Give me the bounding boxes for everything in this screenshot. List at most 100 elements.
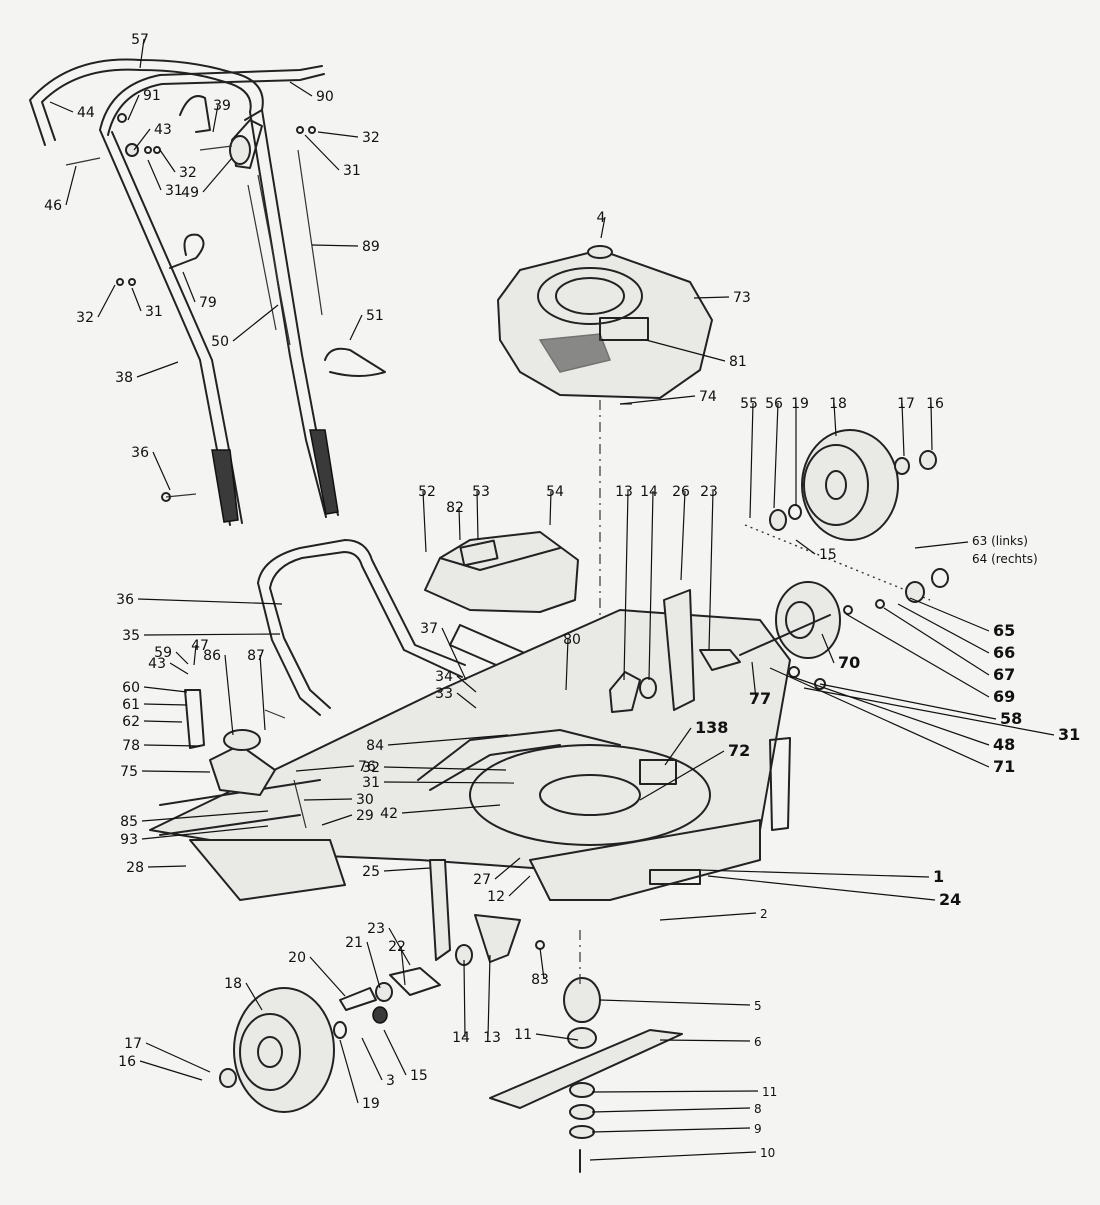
callout-leader: [65, 165, 77, 206]
callout-leader: [456, 675, 477, 693]
part-number-77: 77: [749, 689, 771, 708]
callout-leader: [508, 875, 531, 897]
part-number-43: 43: [148, 656, 166, 672]
callout-leader: [387, 734, 509, 746]
callout-leader: [821, 633, 835, 664]
callout-leader: [619, 395, 696, 405]
callout-leaders: [49, 38, 1055, 1161]
part-number-53: 53: [472, 484, 490, 500]
part-number-56: 56: [765, 396, 783, 412]
callout-leader: [400, 945, 406, 986]
callout-leader: [383, 781, 515, 784]
callout-leader: [600, 216, 606, 239]
part-number-6: 6: [754, 1035, 762, 1049]
callout-leader: [535, 1033, 579, 1041]
part-number-80: 80: [563, 632, 581, 648]
callout-leader: [751, 661, 757, 700]
callout-leader: [131, 287, 142, 312]
callout-leader: [699, 869, 930, 878]
part-number-67: 67: [993, 665, 1015, 684]
part-number-84: 84: [366, 738, 384, 754]
height-adjusters: [389, 589, 741, 996]
callout-leader: [212, 104, 219, 133]
callout-leader: [97, 284, 116, 318]
callout-leader: [141, 825, 269, 840]
part-number-50: 50: [211, 334, 229, 350]
callout-leader: [441, 627, 467, 681]
part-number-18: 18: [829, 396, 847, 412]
part-number-12: 12: [487, 889, 505, 905]
callout-leader: [845, 613, 990, 698]
callout-leader: [773, 402, 779, 509]
part-number-93: 93: [120, 832, 138, 848]
callout-leader: [245, 982, 263, 1011]
part-number-85: 85: [120, 814, 138, 830]
part-number-31: 31: [165, 183, 183, 199]
callout-leader: [401, 804, 501, 814]
callout-leader: [139, 1060, 203, 1081]
callout-leader: [317, 131, 359, 138]
callout-leader: [539, 947, 545, 980]
part-number-28: 28: [126, 860, 144, 876]
callout-leader: [909, 597, 990, 632]
callout-leader: [143, 720, 183, 723]
part-number-31: 31: [362, 775, 380, 791]
callout-leader: [591, 1090, 759, 1093]
part-number-79: 79: [199, 295, 217, 311]
part-number-70: 70: [838, 653, 860, 672]
part-number-52: 52: [418, 484, 436, 500]
part-number-43: 43: [154, 122, 172, 138]
callout-leader: [141, 810, 269, 822]
callout-leader: [193, 644, 197, 666]
part-number-36: 36: [116, 592, 134, 608]
callout-leader: [309, 956, 346, 997]
part-number-61: 61: [122, 697, 140, 713]
part-number-138: 138: [695, 718, 728, 737]
callout-leader: [202, 157, 233, 193]
part-number-78: 78: [122, 738, 140, 754]
callout-leader: [476, 490, 479, 541]
part-number-1: 1: [933, 867, 944, 886]
part-number-14: 14: [452, 1030, 470, 1046]
callout-leader: [152, 451, 171, 491]
callout-leader: [147, 865, 187, 868]
part-number-38: 38: [115, 370, 133, 386]
callout-leader: [599, 999, 751, 1006]
callout-leader: [549, 490, 552, 526]
part-number-72: 72: [728, 741, 750, 760]
callout-leader: [693, 296, 730, 299]
upper-handle: [29, 58, 386, 526]
part-number-90: 90: [316, 89, 334, 105]
callout-leader: [680, 490, 686, 581]
callout-leader: [143, 703, 188, 706]
part-number-3: 3: [386, 1073, 395, 1089]
callout-leader: [707, 875, 936, 901]
callout-leader: [494, 857, 521, 880]
part-number-86: 86: [203, 648, 221, 664]
callout-leader: [659, 1039, 751, 1042]
callout-leader: [175, 651, 189, 665]
part-number-32: 32: [362, 760, 380, 776]
lower-handle: [257, 539, 466, 716]
rear-wheels: [739, 429, 949, 831]
part-number-25: 25: [362, 864, 380, 880]
part-number-27: 27: [473, 872, 491, 888]
callout-leader: [311, 244, 359, 247]
front-wheel: [219, 982, 393, 1113]
callout-leader: [901, 402, 905, 457]
callout-leader: [883, 607, 990, 676]
callout-leader: [659, 912, 757, 921]
part-number-54: 54: [546, 484, 564, 500]
part-number-30: 30: [356, 792, 374, 808]
callout-leader: [589, 1151, 757, 1161]
callout-leader: [259, 654, 266, 731]
part-number-58: 58: [1000, 709, 1022, 728]
callout-leader: [304, 134, 340, 171]
callout-leader: [147, 159, 162, 191]
part-number-19: 19: [791, 396, 809, 412]
callout-leader: [224, 654, 234, 736]
part-number-14: 14: [640, 484, 658, 500]
part-number-9: 9: [754, 1122, 762, 1136]
part-number-10: 10: [760, 1146, 775, 1160]
callout-leader: [137, 598, 283, 605]
